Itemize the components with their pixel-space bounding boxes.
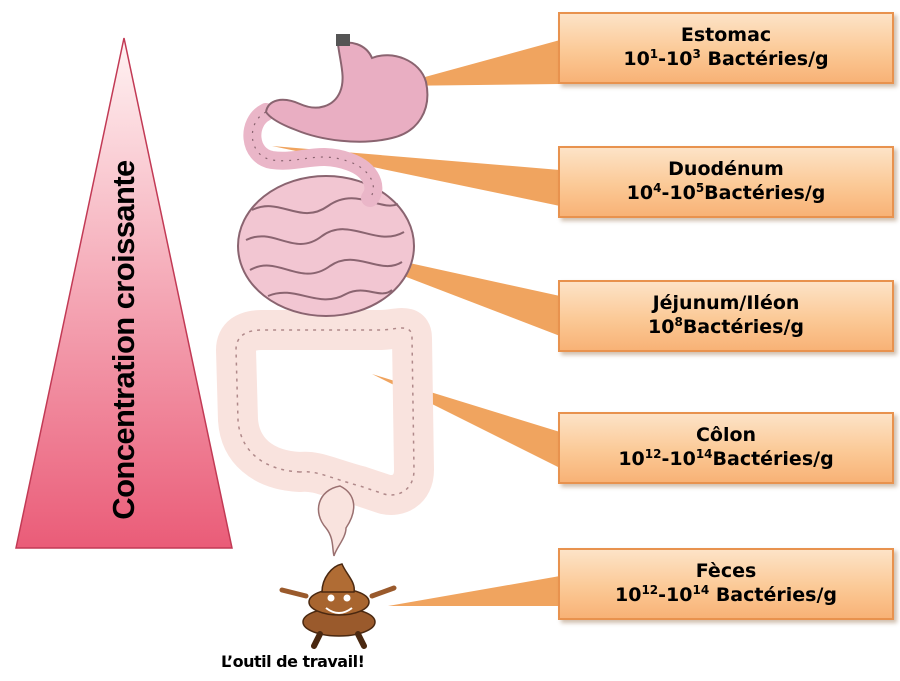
- organ-name: Duodénum: [668, 158, 784, 182]
- organ-name: Jéjunum/Iléon: [653, 292, 800, 316]
- small-intestine-illustration: [238, 176, 414, 316]
- label-box-feces: Fèces 1012-1014 Bactéries/g: [558, 548, 894, 620]
- esophagus-illustration: [336, 34, 350, 46]
- label-box-duodenum: Duodénum 104-105Bactéries/g: [558, 146, 894, 218]
- label-box-estomac: Estomac 101-103 Bactéries/g: [558, 12, 894, 84]
- organ-name: Estomac: [681, 24, 771, 48]
- poop-mascot: [282, 564, 394, 646]
- label-box-jejunum-ileon: Jéjunum/Iléon 108Bactéries/g: [558, 280, 894, 352]
- label-box-colon: Côlon 1012-1014Bactéries/g: [558, 412, 894, 484]
- concentration: 1012-1014 Bactéries/g: [615, 584, 837, 608]
- connector-feces: [388, 576, 560, 606]
- pyramid-label: Concentration croissante: [106, 160, 142, 519]
- concentration: 104-105Bactéries/g: [627, 182, 826, 206]
- organ-name: Fèces: [696, 560, 757, 584]
- colon-illustration: [236, 328, 414, 556]
- stomach-illustration: [266, 43, 427, 142]
- concentration: 101-103 Bactéries/g: [623, 48, 828, 72]
- mascot-caption: L’outil de travail!: [221, 652, 364, 671]
- organ-name: Côlon: [696, 424, 756, 448]
- concentration: 108Bactéries/g: [648, 316, 804, 340]
- concentration: 1012-1014Bactéries/g: [618, 448, 833, 472]
